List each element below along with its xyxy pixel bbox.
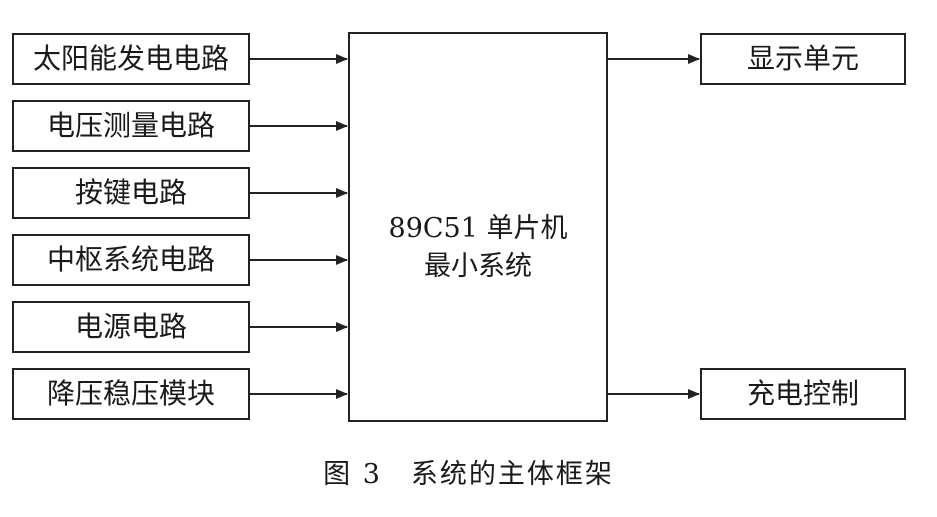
solar-generation-circuit-label: 太阳能发电电路 <box>32 42 229 75</box>
button-circuit-box: 按键电路 <box>12 167 250 219</box>
mcu-label: 89C51 单片机 最小系统 <box>350 210 606 286</box>
voltage-measurement-circuit-label: 电压测量电路 <box>46 109 215 142</box>
voltage-measurement-circuit-box: 电压测量电路 <box>12 100 250 152</box>
central-system-circuit-label: 中枢系统电路 <box>46 243 215 276</box>
display-unit-box: 显示单元 <box>700 33 906 85</box>
figure-caption: 图 3 系统的主体框架 <box>323 459 614 490</box>
charge-control-label: 充电控制 <box>746 377 859 410</box>
central-system-circuit-box: 中枢系统电路 <box>12 234 250 286</box>
mcu-minimum-system-box: 89C51 单片机 最小系统 <box>348 32 608 422</box>
solar-generation-circuit-box: 太阳能发电电路 <box>12 33 250 85</box>
power-supply-circuit-box: 电源电路 <box>12 301 250 353</box>
button-circuit-label: 按键电路 <box>74 176 187 209</box>
step-down-regulator-module-box: 降压稳压模块 <box>12 368 250 420</box>
step-down-regulator-module-label: 降压稳压模块 <box>46 377 215 410</box>
display-unit-label: 显示单元 <box>746 42 859 75</box>
power-supply-circuit-label: 电源电路 <box>74 310 187 343</box>
mcu-label-line1: 89C51 单片机 <box>388 213 568 244</box>
mcu-label-line2: 最小系统 <box>424 251 532 282</box>
charge-control-box: 充电控制 <box>700 368 906 420</box>
